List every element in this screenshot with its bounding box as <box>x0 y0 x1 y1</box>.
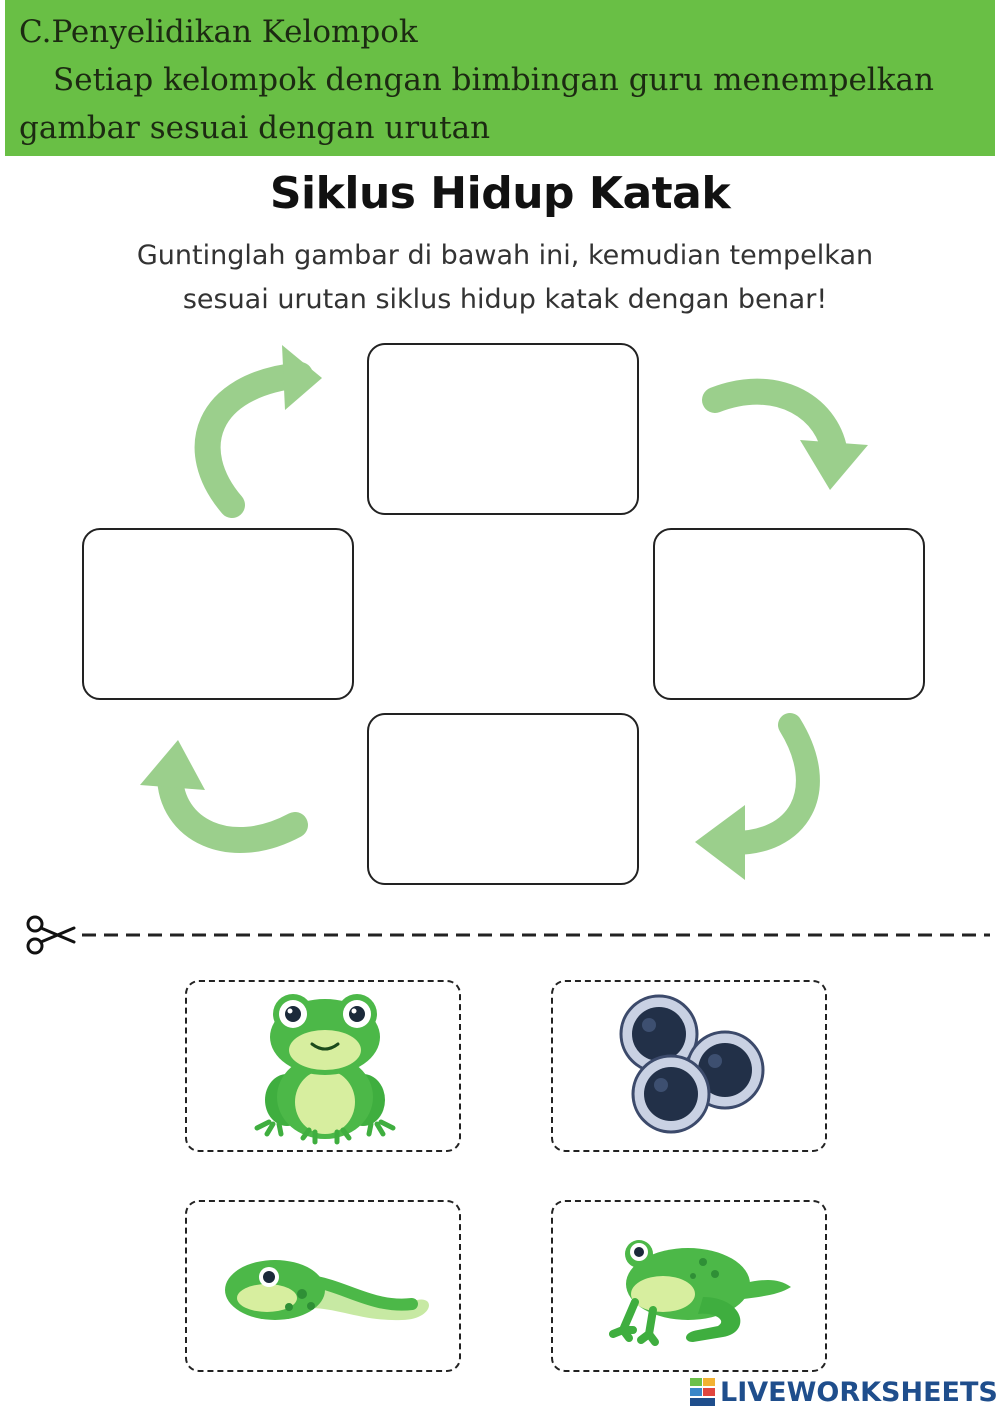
cut-line <box>26 915 990 955</box>
cutout-card-frog[interactable] <box>185 980 461 1152</box>
cutout-card-tadpole[interactable] <box>185 1200 461 1372</box>
tadpole-icon <box>225 1260 429 1321</box>
worksheet-instruction-1: Guntinglah gambar di bawah ini, kemudian… <box>136 240 874 271</box>
paste-slot-right[interactable] <box>653 528 925 700</box>
header-banner: C.Penyelidikan Kelompok Setiap kelompok … <box>5 0 995 156</box>
arrow-left-to-top <box>194 345 322 518</box>
liveworksheets-logo-icon <box>690 1378 715 1406</box>
paste-slot-bottom[interactable] <box>367 713 639 885</box>
eggs-icon <box>619 994 765 1134</box>
arrow-right-to-bottom <box>695 713 820 880</box>
worksheet-title: Siklus Hidup Katak <box>269 168 731 219</box>
scissors-icon <box>26 915 76 955</box>
worksheet-instruction-2: sesuai urutan siklus hidup katak dengan … <box>182 284 828 315</box>
arrow-bottom-to-left <box>140 740 308 854</box>
frog-icon <box>254 994 396 1145</box>
paste-slot-top[interactable] <box>367 343 639 515</box>
cutout-card-eggs[interactable] <box>551 980 827 1152</box>
arrow-top-to-right <box>702 378 868 490</box>
cutout-card-froglet[interactable] <box>551 1200 827 1372</box>
froglet-icon <box>609 1240 791 1346</box>
instruction-line-2: gambar sesuai dengan urutan <box>19 110 491 146</box>
paste-slot-left[interactable] <box>82 528 354 700</box>
instruction-line-1: Setiap kelompok dengan bimbingan guru me… <box>53 62 934 98</box>
brand-footer: LIVEWORKSHEETS <box>690 1372 998 1412</box>
brand-name[interactable]: LIVEWORKSHEETS <box>720 1376 998 1408</box>
section-heading: C.Penyelidikan Kelompok <box>19 14 418 50</box>
